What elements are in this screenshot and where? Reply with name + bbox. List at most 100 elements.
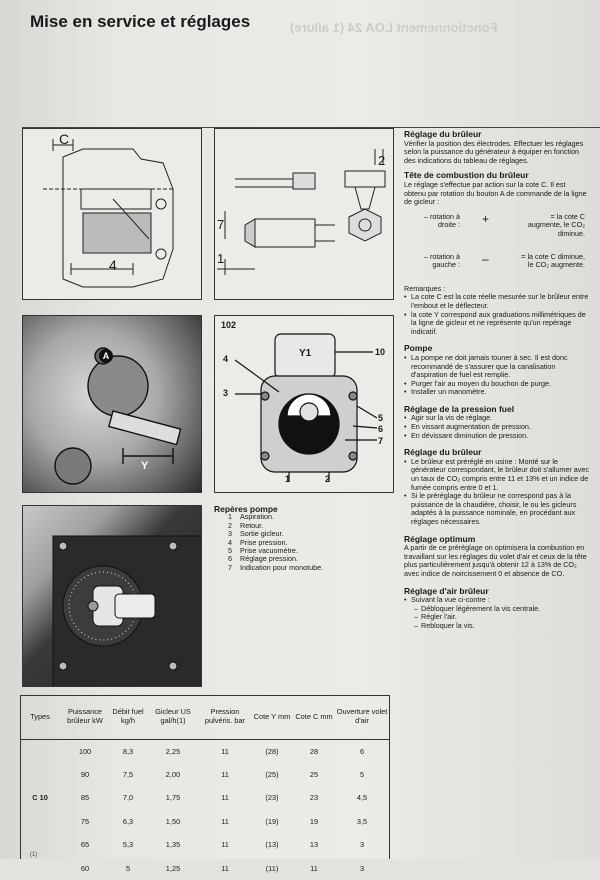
pump-list: La pompe ne doit jamais touner à sec. Il… <box>404 354 589 397</box>
table-cell: 90 <box>60 763 110 787</box>
callout-1: 1 <box>285 474 290 484</box>
callout-5: 5 <box>378 413 383 423</box>
dimension-c-label: C <box>59 131 69 147</box>
table-cell: 13 <box>294 833 334 857</box>
table-cell: (23) <box>250 786 294 810</box>
table-cell: 8,3 <box>110 739 146 763</box>
burner-head-svg <box>23 129 202 300</box>
rotation-left-row: – rotation à gauche : – = la cote C dimi… <box>404 253 589 283</box>
paragraph: Le réglage s'effectue par action sur la … <box>404 181 589 207</box>
callout-3: 3 <box>223 388 228 398</box>
col-header: Ouverture volet d'air <box>334 695 390 739</box>
col-header: Types <box>20 695 60 739</box>
right-column: Réglage du brûleur Vérifier la position … <box>404 130 589 631</box>
col-header: Débit fuel kg/h <box>110 695 146 739</box>
knob-a-label: A <box>99 349 113 363</box>
settings-table: Types Puissance brûleur kW Débit fuel kg… <box>20 695 390 880</box>
type-cell: C 10 <box>20 786 60 810</box>
air-damper-svg <box>23 506 202 687</box>
pump-svg <box>215 316 394 493</box>
type-cell <box>20 810 60 834</box>
table-cell: 5,3 <box>110 833 146 857</box>
table-cell: 25 <box>294 763 334 787</box>
col-header: Gicleur US gal/h(1) <box>146 695 200 739</box>
table-cell: 6 <box>334 739 390 763</box>
table-cell: 100 <box>60 739 110 763</box>
list-item: Installer un manomètre. <box>404 388 589 397</box>
electrode-drawing: 2 7 1 <box>214 128 394 300</box>
table-cell: 1,75 <box>146 786 200 810</box>
table-cell: 6,3 <box>110 810 146 834</box>
nozzle-adjust-svg <box>23 316 202 493</box>
table-cell: 60 <box>60 857 110 880</box>
callout-2: 2 <box>325 474 330 484</box>
table-cell: (11) <box>250 857 294 880</box>
section-title: Réglage d'air brûleur <box>404 587 589 596</box>
table-cell: (13) <box>250 833 294 857</box>
table-cell: (25) <box>250 763 294 787</box>
table-cell: 5 <box>110 857 146 880</box>
table-cell: 7,0 <box>110 786 146 810</box>
col-header: Puissance brûleur kW <box>60 695 110 739</box>
pressure-list: Agir sur la vis de réglage. En vissant a… <box>404 414 589 440</box>
section-title: Réglage du brûleur <box>404 448 589 457</box>
table-cell: 1,35 <box>146 833 200 857</box>
callout-6: 6 <box>378 424 383 434</box>
callout-7: 7 <box>378 436 383 446</box>
col-header: Pression pulvéris. bar <box>200 695 250 739</box>
type-cell <box>20 763 60 787</box>
page-title: Mise en service et réglages <box>30 12 250 32</box>
callout-4: 4 <box>223 354 228 364</box>
dimension-4-label: 4 <box>109 257 117 273</box>
rotation-right-row: – rotation à droite : + = la cote C augm… <box>404 213 589 243</box>
table-cell: 23 <box>294 786 334 810</box>
table-cell: 7,5 <box>110 763 146 787</box>
pump-number: 102 <box>221 320 236 330</box>
table-cell: 75 <box>60 810 110 834</box>
pump-y1-label: Y1 <box>299 348 311 359</box>
electrode-svg <box>215 129 394 300</box>
section-title: Réglage optimum <box>404 535 589 544</box>
dimension-7-label: 7 <box>217 217 224 232</box>
type-cell <box>20 833 60 857</box>
table-cell: (19) <box>250 810 294 834</box>
table-cell: 19 <box>294 810 334 834</box>
dimension-y-label: Y <box>141 460 148 472</box>
table-cell: 11 <box>200 833 250 857</box>
section-title: Pompe <box>404 344 589 353</box>
paragraph: Vérifier la position des électrodes. Eff… <box>404 140 589 166</box>
table-cell: 11 <box>200 857 250 880</box>
burner-head-drawing: C 4 <box>22 128 202 300</box>
page: Mise en service et réglages Fonctionneme… <box>0 0 600 859</box>
section-title: Réglage de la pression fuel <box>404 405 589 414</box>
table-cell: 2,00 <box>146 763 200 787</box>
burner-list: Le brûleur est préréglé en usine : Monté… <box>404 458 589 527</box>
table-cell: (28) <box>250 739 294 763</box>
list-item: En dévissant diminution de pression. <box>404 432 589 441</box>
pump-diagram: 102 Y1 4 10 <box>214 315 394 493</box>
table-cell: 11 <box>200 786 250 810</box>
air-damper-photo <box>22 505 202 687</box>
table-cell: 28 <box>294 739 334 763</box>
table-cell: 4,5 <box>334 786 390 810</box>
table-cell: 11 <box>200 763 250 787</box>
show-through-text: Fonctionnement LOA 24 (1 allure) <box>290 20 498 35</box>
table-cell: 3 <box>334 833 390 857</box>
dimension-2-label: 2 <box>378 153 385 168</box>
list-item: la cote Y correspond aux graduations mil… <box>404 311 589 337</box>
paragraph: A partir de ce préréglage on optimisera … <box>404 544 589 578</box>
nozzle-adjust-photo: A Y <box>22 315 202 493</box>
table-cell: 11 <box>200 810 250 834</box>
dimension-1-label: 1 <box>217 251 224 266</box>
col-header: Cote Y mm <box>250 695 294 739</box>
callout-10: 10 <box>375 347 385 357</box>
list-item: Si le préréglage du brûleur ne correspon… <box>404 492 589 526</box>
